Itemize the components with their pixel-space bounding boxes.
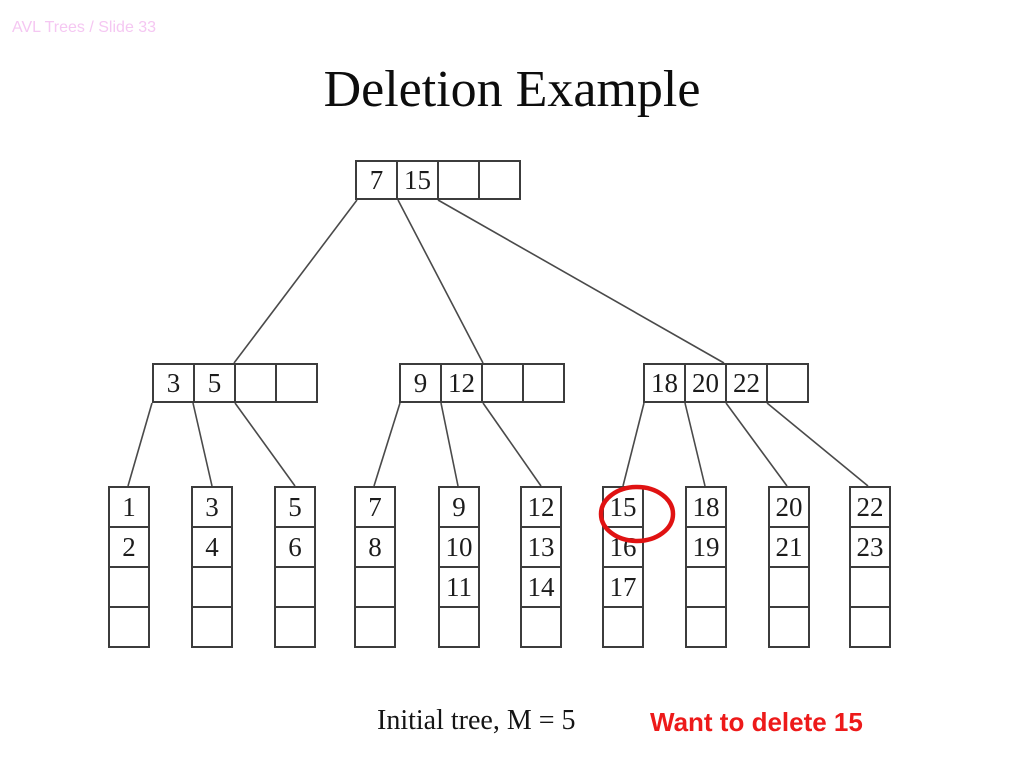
cell-value: 7: [357, 162, 398, 198]
cell-value: 21: [770, 528, 808, 568]
leaf-node-9: 20 21: [768, 486, 810, 648]
leaf-node-2: 3 4: [191, 486, 233, 648]
leaf-node-8: 18 19: [685, 486, 727, 648]
internal-node-1: 3 5: [152, 363, 318, 403]
cell-value: [524, 365, 563, 401]
tree-edge: [233, 199, 358, 364]
tree-edge: [373, 402, 401, 487]
cell-value: [522, 608, 560, 646]
cell-value: 6: [276, 528, 314, 568]
cell-value: [236, 365, 277, 401]
cell-value: 11: [440, 568, 478, 608]
cell-value: [276, 608, 314, 646]
cell-value: [768, 365, 807, 401]
cell-value: [356, 608, 394, 646]
cell-value: [277, 365, 316, 401]
cell-value: 4: [193, 528, 231, 568]
internal-node-3: 18 20 22: [643, 363, 809, 403]
leaf-node-7: 15 16 17: [602, 486, 644, 648]
cell-value: [276, 568, 314, 608]
cell-value: 3: [154, 365, 195, 401]
cell-value: 17: [604, 568, 642, 608]
cell-value: [356, 568, 394, 608]
cell-value: [483, 365, 524, 401]
tree-edge: [127, 402, 153, 487]
tree-edge: [766, 402, 869, 487]
cell-value: 23: [851, 528, 889, 568]
cell-value: [110, 608, 148, 646]
cell-value: [851, 568, 889, 608]
cell-value: 16: [604, 528, 642, 568]
tree-edge: [440, 402, 459, 487]
cell-value: [439, 162, 480, 198]
cell-value: 9: [440, 488, 478, 528]
cell-value: [193, 608, 231, 646]
leaf-node-3: 5 6: [274, 486, 316, 648]
cell-value: 9: [401, 365, 442, 401]
cell-value: 14: [522, 568, 560, 608]
cell-value: [604, 608, 642, 646]
cell-value: 15: [398, 162, 439, 198]
caption-initial-tree: Initial tree, M = 5: [377, 705, 576, 736]
cell-value: 8: [356, 528, 394, 568]
cell-value: 3: [193, 488, 231, 528]
tree-edge: [725, 402, 788, 487]
cell-value: [770, 568, 808, 608]
cell-value: 22: [727, 365, 768, 401]
leaf-node-1: 1 2: [108, 486, 150, 648]
cell-value: [770, 608, 808, 646]
cell-value: [480, 162, 519, 198]
cell-value: 1: [110, 488, 148, 528]
cell-value: [687, 568, 725, 608]
cell-value: 12: [522, 488, 560, 528]
cell-value: 12: [442, 365, 483, 401]
cell-value: 19: [687, 528, 725, 568]
cell-value: [440, 608, 478, 646]
cell-value: 5: [276, 488, 314, 528]
cell-value: 7: [356, 488, 394, 528]
cell-value: 18: [687, 488, 725, 528]
cell-value: 10: [440, 528, 478, 568]
cell-value: 2: [110, 528, 148, 568]
cell-value: [851, 608, 889, 646]
tree-edge: [397, 199, 484, 364]
cell-value: 20: [686, 365, 727, 401]
internal-node-2: 9 12: [399, 363, 565, 403]
cell-value: 5: [195, 365, 236, 401]
caption-want-delete: Want to delete 15: [650, 707, 863, 737]
slide-header-text: AVL Trees / Slide 33: [12, 19, 157, 36]
cell-value: 18: [645, 365, 686, 401]
tree-edge: [437, 199, 725, 364]
root-node: 7 15: [355, 160, 521, 200]
cell-value: 22: [851, 488, 889, 528]
leaf-node-10: 22 23: [849, 486, 891, 648]
tree-edge: [622, 402, 645, 487]
leaf-node-5: 9 10 11: [438, 486, 480, 648]
tree-edge: [482, 402, 542, 487]
page-title: Deletion Example: [323, 61, 701, 118]
cell-value: 13: [522, 528, 560, 568]
cell-value: [687, 608, 725, 646]
cell-value: [110, 568, 148, 608]
leaf-node-6: 12 13 14: [520, 486, 562, 648]
cell-value: 20: [770, 488, 808, 528]
cell-value-circled: 15: [604, 488, 642, 528]
tree-edge: [192, 402, 213, 487]
tree-edge: [684, 402, 706, 487]
tree-edge: [234, 402, 296, 487]
leaf-node-4: 7 8: [354, 486, 396, 648]
cell-value: [193, 568, 231, 608]
